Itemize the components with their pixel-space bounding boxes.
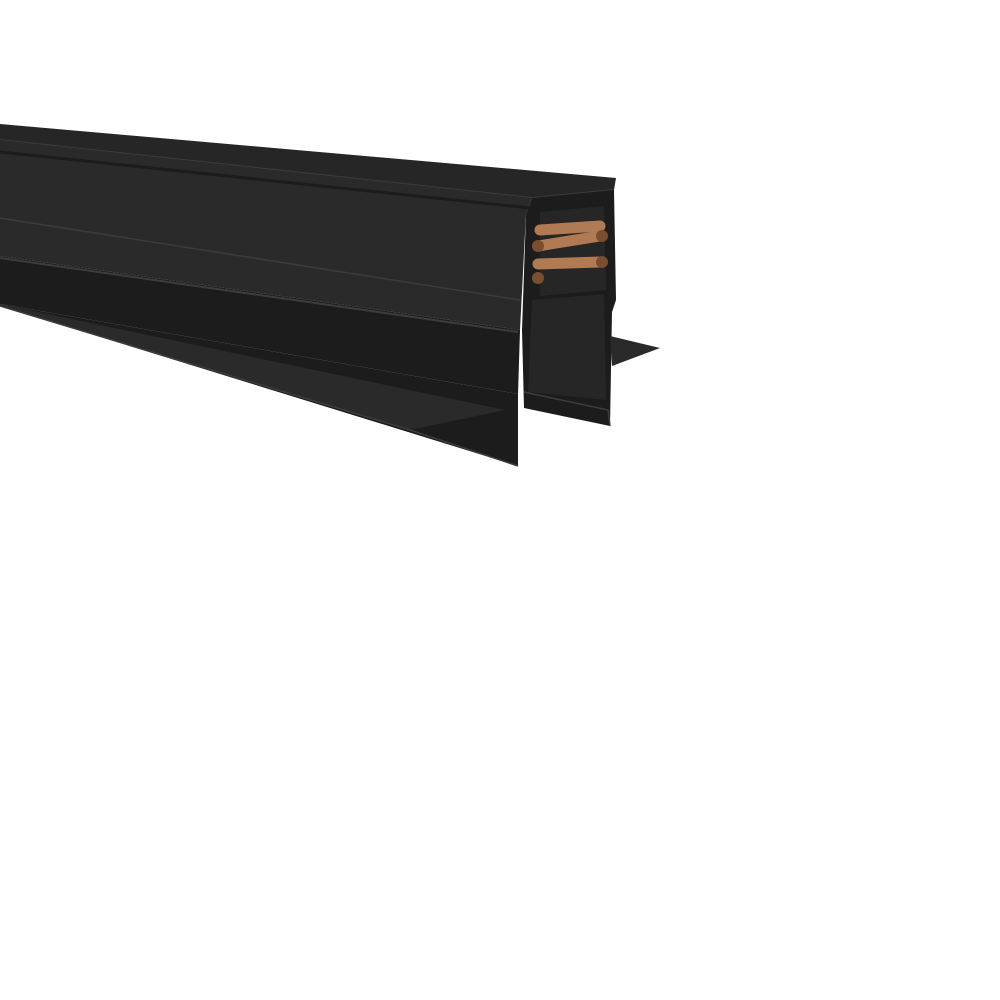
- rail-inner-channel: [540, 206, 606, 296]
- copper-contact-1: [532, 240, 544, 252]
- rail-bottom-edge: [523, 391, 611, 427]
- rail-side-face: [0, 140, 532, 330]
- copper-conductor-2: [532, 230, 606, 252]
- copper-contact-2: [532, 272, 544, 284]
- copper-contact-4: [596, 256, 608, 268]
- rail-lower-step: [0, 256, 520, 394]
- copper-contact-3: [596, 230, 608, 242]
- copper-conductor-3: [532, 256, 606, 270]
- rail-groove-line-2: [0, 217, 521, 301]
- rail-left-flange-top: [0, 304, 505, 430]
- rail-groove-line: [0, 150, 531, 210]
- copper-conductor-1: [534, 220, 606, 236]
- rail-top-face: [0, 124, 616, 198]
- rail-step-edge: [0, 257, 519, 333]
- rail-flange-edge: [0, 305, 519, 467]
- rail-right-flange: [610, 336, 660, 366]
- rail-lower-cavity: [528, 294, 606, 400]
